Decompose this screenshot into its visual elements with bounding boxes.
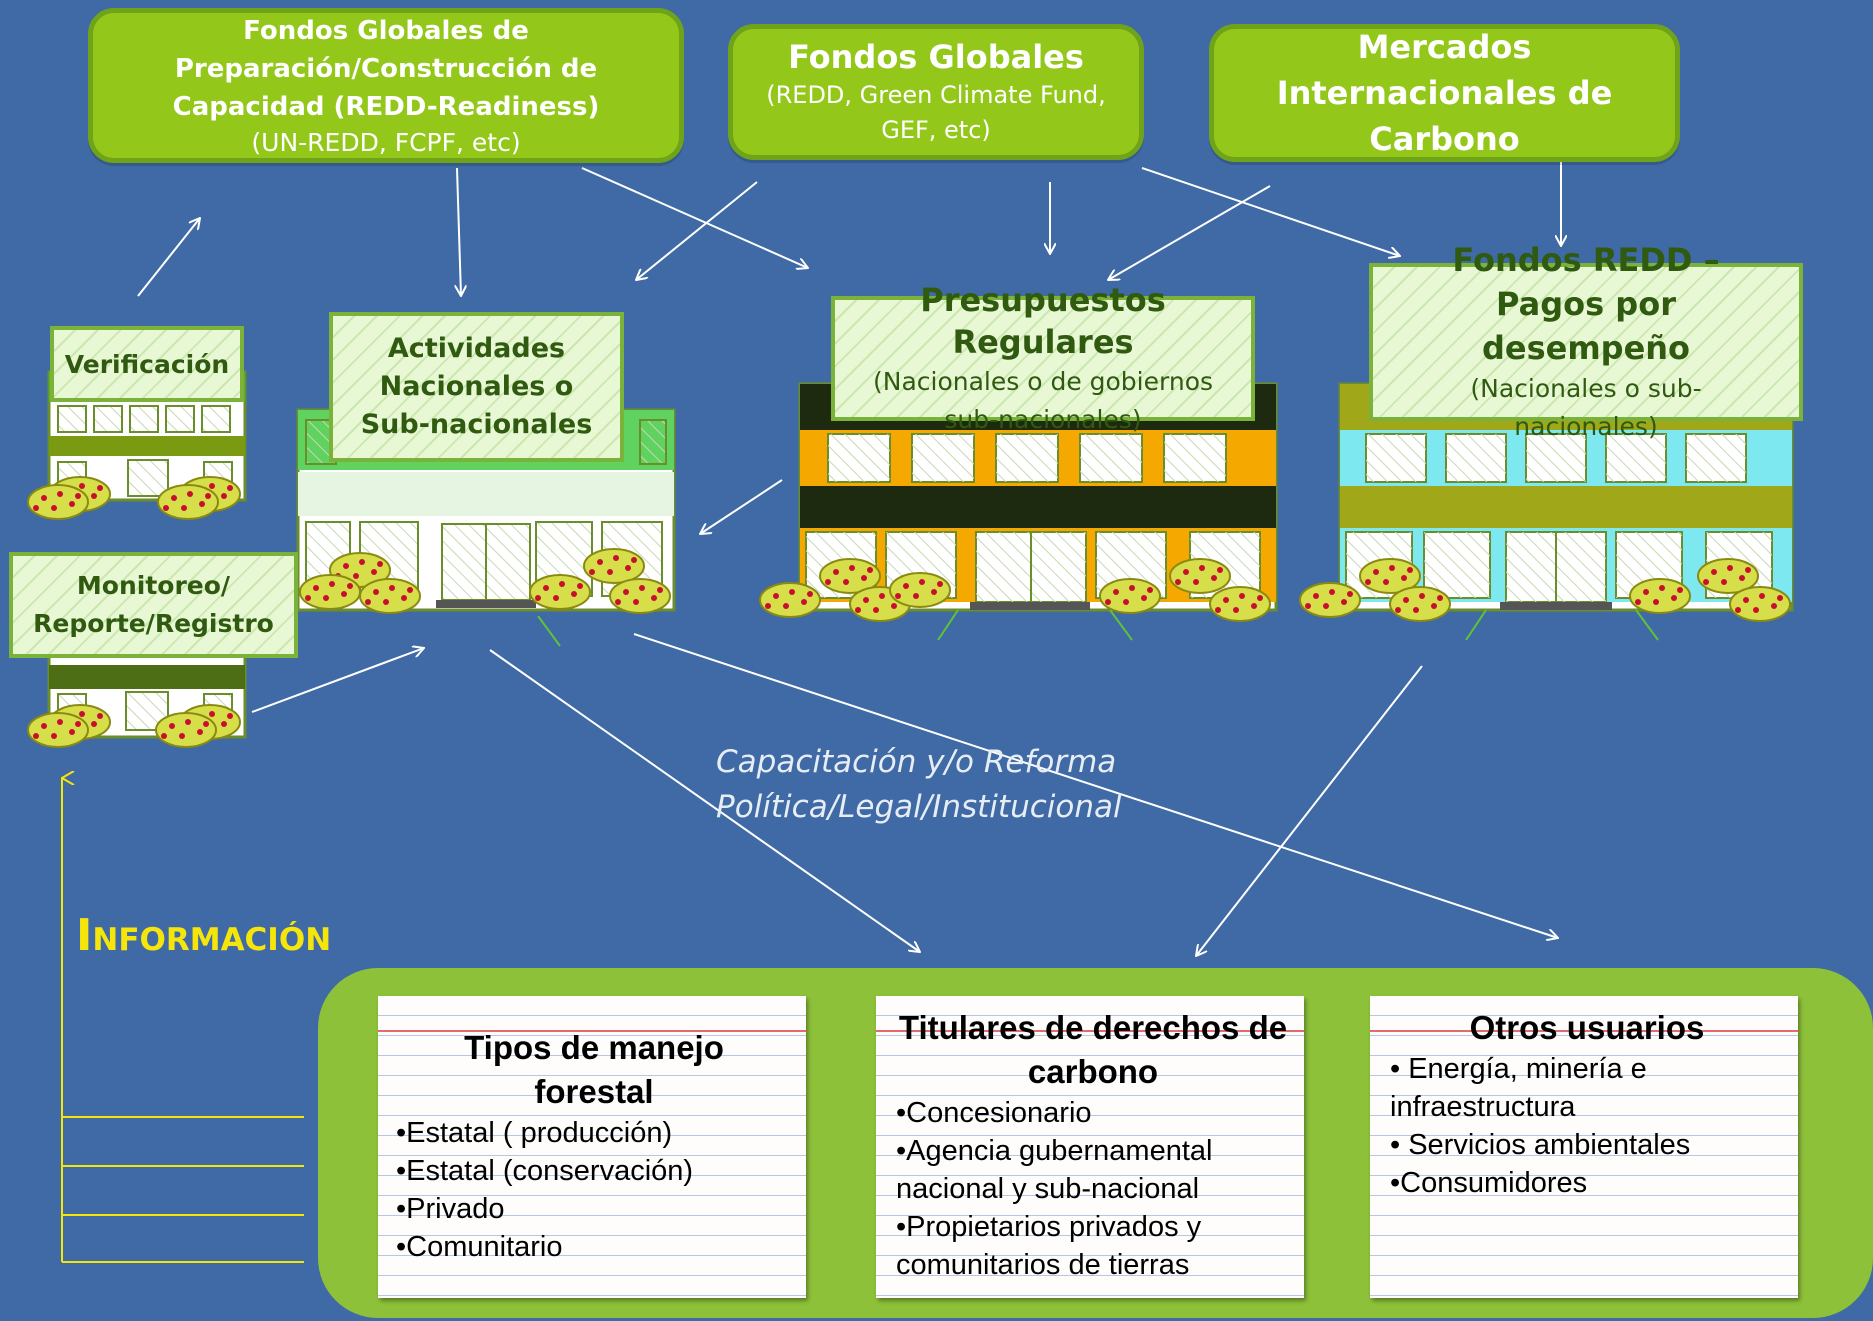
national-activities-title: Actividades Nacionales o Sub-nacionales [360, 333, 593, 440]
monitoring-label: Monitoreo/ Reporte/Registro [9, 552, 298, 658]
budgets-subtitle: (Nacionales o de gobiernos sub-nacionale… [872, 366, 1214, 434]
forest-management-card: Tipos de manejo forestal •Estatal ( prod… [378, 996, 806, 1298]
flow-arrows [137, 158, 1561, 956]
carbon-rights-title: Titulares de derechos de carbono [898, 1009, 1288, 1090]
global-funds-box: Fondos Globales (REDD, Green Climate Fun… [728, 24, 1144, 160]
redd-funds-subtitle: (Nacionales o sub-nacionales) [1470, 374, 1702, 441]
information-lines [61, 778, 304, 1263]
readiness-funds-box: Fondos Globales de Preparación/Construcc… [88, 8, 684, 163]
budgets-title: Presupuestos Regulares [920, 280, 1166, 361]
list-item: •Concesionario [896, 1097, 1092, 1129]
list-item: •Agencia gubernamental nacional y sub-na… [896, 1135, 1213, 1205]
carbon-markets-box: Mercados Internacionales de Carbono [1209, 24, 1680, 162]
list-item: •Estatal ( producción) [396, 1117, 673, 1149]
monitoring-building [27, 653, 247, 748]
list-item: • Energía, minería e infraestructura [1390, 1053, 1647, 1123]
verification-title: Verificación [64, 349, 230, 379]
list-item: •Propietarios privados y comunitarios de… [896, 1211, 1202, 1281]
list-item: •Comunitario [396, 1231, 563, 1263]
carbon-rights-card: Titulares de derechos de carbono •Conces… [876, 996, 1304, 1298]
list-item: •Consumidores [1390, 1167, 1588, 1199]
list-item: •Estatal (conservación) [396, 1155, 694, 1187]
global-funds-title: Fondos Globales [788, 38, 1084, 76]
readiness-funds-title: Fondos Globales de Preparación/Construcc… [172, 15, 600, 122]
other-users-title: Otros usuarios [1469, 1009, 1705, 1046]
verification-label: Verificación [50, 326, 244, 402]
redd-funds-building [1299, 382, 1794, 641]
budgets-label: Presupuestos Regulares (Nacionales o de … [831, 281, 1255, 434]
other-users-card: Otros usuarios • Energía, minería e infr… [1370, 996, 1798, 1298]
national-activities-label: Actividades Nacionales o Sub-nacionales [329, 312, 624, 462]
redd-funds-label: Fondos REDD – Pagos por desempeño (Nacio… [1369, 241, 1803, 441]
forest-management-title: Tipos de manejo forestal [464, 1029, 724, 1110]
information-label: Información [76, 910, 332, 961]
redd-funds-title: Fondos REDD – Pagos por desempeño [1452, 241, 1720, 367]
global-funds-subtitle: (REDD, Green Climate Fund, GEF, etc) [766, 81, 1106, 144]
list-item: •Privado [396, 1193, 505, 1225]
carbon-markets-title: Mercados Internacionales de Carbono [1276, 28, 1613, 158]
monitoring-title: Monitoreo/ Reporte/Registro [33, 571, 274, 638]
budgets-building [759, 382, 1278, 641]
capacity-reform-label: Capacitación y/o Reforma Política/Legal/… [716, 744, 1122, 825]
list-item: • Servicios ambientales [1390, 1129, 1691, 1161]
readiness-funds-subtitle: (UN-REDD, FCPF, etc) [251, 127, 521, 157]
